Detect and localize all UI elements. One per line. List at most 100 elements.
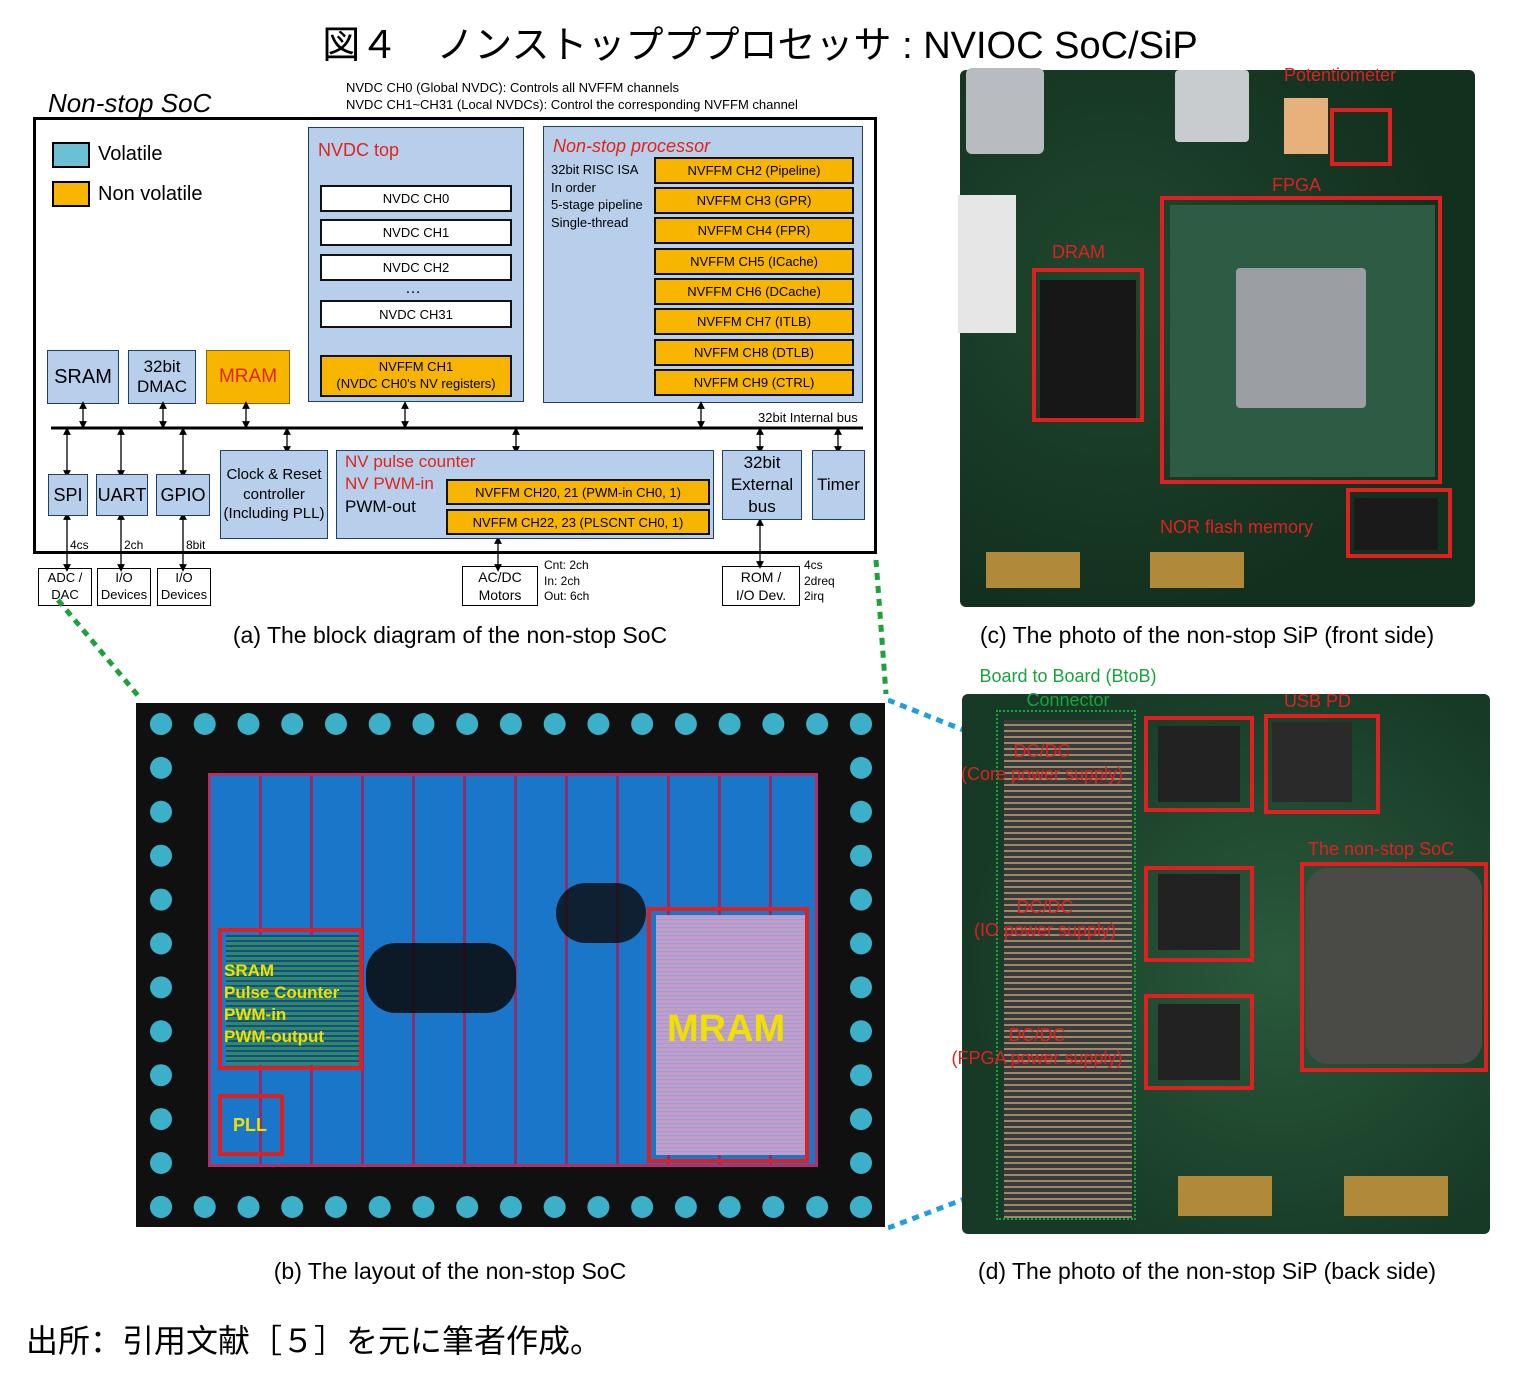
layout-label-sram: SRAM <box>224 961 275 980</box>
nvffm-ch9: NVFFM CH9 (CTRL) <box>654 369 854 396</box>
source-note: 出所：引用文献［５］を元に筆者作成。 <box>26 1322 603 1360</box>
nvffm-ch6: NVFFM CH6 (DCache) <box>654 278 854 305</box>
dcdc-fpga-highlight <box>1144 994 1254 1090</box>
ext-bus-line2: External <box>730 474 794 494</box>
io2-line2: Devices <box>160 587 208 602</box>
btob-label: Board to Board (BtoB) Connector <box>958 664 1178 713</box>
ext-bus-line3: bus <box>748 497 776 517</box>
sram-block: SRAM <box>47 350 119 404</box>
back-fpc-connector-2 <box>1344 1176 1448 1216</box>
motor-sig-3: Out: 6ch <box>544 589 590 604</box>
dcdc-core-highlight <box>1144 716 1254 812</box>
dcdc-io-line1: DC/DC <box>1016 897 1074 917</box>
legend-volatile-label: Volatile <box>98 143 163 165</box>
external-bus-block: 32bit External bus <box>722 450 802 520</box>
rom-line1: ROM / <box>740 568 782 585</box>
nvdc-note-2: NVDC CH1~CH31 (Local NVDCs): Control the… <box>346 97 798 112</box>
potentiometer-highlight <box>1330 108 1392 166</box>
nvffm-ch20-21: NVFFM CH20, 21 (PWM-in CH0, 1) <box>446 479 710 505</box>
nvffm-ch1-line2: (NVDC CH0's NV registers) <box>336 376 496 391</box>
chip-layout <box>133 700 888 1230</box>
layout-pll-highlight <box>218 1094 284 1156</box>
back-fpc-connector-1 <box>1178 1176 1272 1216</box>
nvffm-ch3: NVFFM CH3 (GPR) <box>654 187 854 214</box>
dcdc-fpga-label: DC/DC (FPGA power supply) <box>934 1024 1140 1069</box>
layout-mram-region <box>656 915 806 1155</box>
io1-line2: Devices <box>100 587 148 602</box>
timer-block: Timer <box>812 450 865 520</box>
nvffm-ch5: NVFFM CH5 (ICache) <box>654 248 854 275</box>
rom-line2: I/O Dev. <box>735 587 787 603</box>
layout-sram-region <box>226 935 361 1065</box>
clock-line1: Clock & Reset <box>226 466 322 484</box>
nvdc-ch1: NVDC CH1 <box>320 219 512 246</box>
layout-mram-highlight <box>647 907 809 1163</box>
nvffm-ch7: NVFFM CH7 (ITLB) <box>654 308 854 335</box>
dcdc-fpga-line2: (FPGA power supply) <box>951 1047 1123 1068</box>
soc-highlight <box>1300 862 1488 1072</box>
spi-block: SPI <box>48 474 88 516</box>
spi-signal: 4cs <box>70 538 89 552</box>
nvdc-ch31: NVDC CH31 <box>320 300 512 328</box>
rom-sig-2: 2dreq <box>804 573 835 588</box>
nvffm-ch1-line1: NVFFM CH1 <box>378 359 454 375</box>
figure-title: 図４ ノンストップププロセッサ : NVIOC SoC/SiP <box>322 25 1198 67</box>
usb-pd-chip <box>1272 722 1352 802</box>
micro-usb-connector <box>1175 70 1249 142</box>
rom-signals: 4cs 2dreq 2irq <box>804 558 835 605</box>
dram-highlight <box>1032 268 1144 422</box>
pad-ring <box>150 713 872 1218</box>
dcdc-core-line1: DC/DC <box>1013 741 1071 761</box>
dcdc-io-highlight <box>1144 866 1254 962</box>
io2-line1: I/O <box>175 570 193 586</box>
processor-desc: 32bit RISC ISA In order 5-stage pipeline… <box>551 161 643 231</box>
motors-box: AC/DC Motors <box>462 566 538 606</box>
legend-volatile-swatch <box>52 142 90 168</box>
usbc-connector <box>966 68 1044 154</box>
nvffm-ch8: NVFFM CH8 (DTLB) <box>654 339 854 366</box>
clock-reset-block: Clock & Reset controller (Including PLL) <box>220 450 328 539</box>
adc-line1: ADC / <box>47 570 83 586</box>
motors-line1: AC/DC <box>478 568 522 585</box>
nvffm-ch1: NVFFM CH1 (NVDC CH0's NV registers) <box>320 355 512 397</box>
soc-label: The non-stop SoC <box>1308 839 1455 859</box>
layout-label-pwm-out: PWM-output <box>224 1027 325 1047</box>
nor-flash-chip <box>1354 498 1438 550</box>
front-fpc-connector-1 <box>986 552 1080 588</box>
layout-sram-highlight <box>218 928 363 1070</box>
processor-desc-2: In order <box>551 179 596 195</box>
nvdc-ch2: NVDC CH2 <box>320 254 512 281</box>
potentiometer-part <box>1284 98 1328 154</box>
fpga-label: FPGA <box>1272 175 1322 195</box>
io-devices-box-1: I/O Devices <box>97 568 151 606</box>
adc-dac-box: ADC / DAC <box>38 568 92 606</box>
adc-line2: DAC <box>51 587 79 602</box>
internal-bus-diagram <box>51 401 863 572</box>
uart-block: UART <box>96 474 148 516</box>
processor-desc-3: 5-stage pipeline <box>551 197 643 213</box>
io-devices-box-2: I/O Devices <box>157 568 211 606</box>
dcdc-fpga-line1: DC/DC <box>1008 1025 1066 1045</box>
btob-line1: Board to Board (BtoB) <box>979 666 1157 686</box>
ext-bus-line1: 32bit <box>743 452 781 472</box>
potentiometer-label: Potentiometer <box>1284 65 1397 85</box>
dcdc-core-label: DC/DC (Core power supply) <box>942 740 1142 785</box>
front-fpc-connector-2 <box>1150 552 1244 588</box>
layout-label-pulse: Pulse Counter <box>224 983 340 1003</box>
nor-flash-highlight <box>1346 488 1452 558</box>
processor-desc-1: 32bit RISC ISA <box>551 162 639 177</box>
nvdc-ch0: NVDC CH0 <box>320 185 512 212</box>
legend-nonvolatile-label: Non volatile <box>98 183 203 205</box>
dcdc-io-chip <box>1158 874 1240 950</box>
nvdc-ellipsis: … <box>405 280 421 297</box>
nvffm-ch4: NVFFM CH4 (FPR) <box>654 217 854 244</box>
dmac-line2: DMAC <box>136 377 188 396</box>
nvdc-note-1: NVDC CH0 (Global NVDC): Controls all NVF… <box>346 80 680 95</box>
internal-bus-label: 32bit Internal bus <box>758 410 858 425</box>
nv-pulse-label: NV pulse counter <box>345 452 476 471</box>
dcdc-fpga-chip <box>1158 1004 1240 1080</box>
dcdc-core-line2: (Core power supply) <box>960 763 1124 784</box>
btob-connector <box>1004 720 1132 1218</box>
clock-line2: controller <box>243 485 305 503</box>
caption-b: (b) The layout of the non-stop SoC <box>273 1258 627 1284</box>
